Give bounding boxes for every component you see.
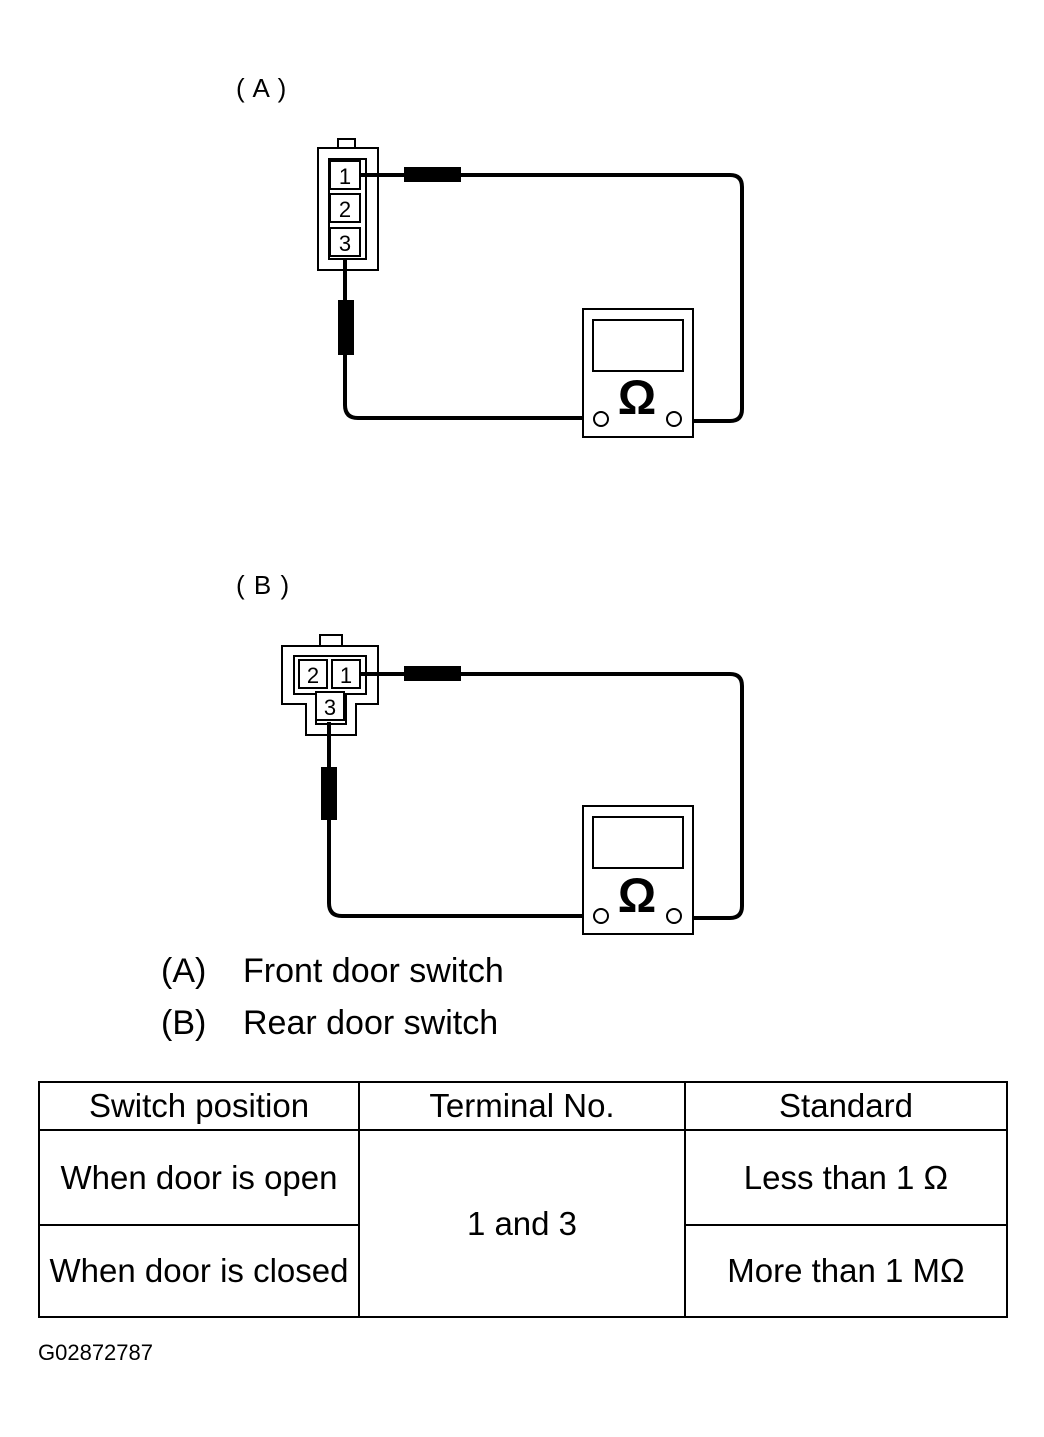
probe-a-1: [404, 167, 461, 182]
terminal-b-3: 3: [324, 695, 336, 720]
ohm-icon: Ω: [618, 372, 656, 425]
table-header-row: Switch position Terminal No. Standard: [38, 1081, 1008, 1131]
cell-position: When door is closed: [38, 1224, 360, 1318]
cell-standard: More than 1 MΩ: [684, 1224, 1008, 1318]
legend-key: (A): [161, 952, 207, 990]
terminal-a-2: 2: [339, 197, 351, 222]
cell-position: When door is open: [38, 1129, 360, 1226]
ohmmeter-b: [582, 805, 694, 935]
table-row: When door is open 1 and 3 Less than 1 Ω: [38, 1129, 1008, 1318]
probe-leads-b: [327, 672, 744, 920]
legend-key: (B): [161, 1004, 207, 1042]
legend-item-a: (A) Front door switch: [161, 952, 761, 992]
terminal-a-3: 3: [339, 231, 351, 256]
cell-standard: Less than 1 Ω: [684, 1129, 1008, 1226]
table-row: When door is closed More than 1 MΩ: [38, 1224, 1008, 1318]
terminal-b-2: 2: [307, 663, 319, 688]
spec-table: Switch position Terminal No. Standard Wh…: [38, 1081, 1008, 1318]
probe-leads-a: [343, 173, 744, 423]
legend-text: Rear door switch: [243, 1004, 499, 1042]
header-standard: Standard: [684, 1081, 1008, 1131]
header-terminal-no: Terminal No.: [358, 1081, 686, 1131]
legend-text: Front door switch: [243, 952, 504, 990]
diagram-a-label: ( A ): [236, 73, 288, 103]
probe-b-1: [404, 666, 461, 681]
terminal-b-1: 1: [340, 663, 352, 688]
diagram-b-label: ( B ): [236, 570, 291, 600]
header-switch-position: Switch position: [38, 1081, 360, 1131]
terminal-a-1: 1: [339, 164, 351, 189]
connector-a: [317, 138, 379, 271]
diagram-a: 1 2 3 Ω: [317, 138, 744, 438]
probe-a-2: [338, 300, 354, 355]
legend-item-b: (B) Rear door switch: [161, 1004, 761, 1044]
ohm-icon: Ω: [618, 870, 656, 923]
ohmmeter-a: [582, 308, 694, 438]
figure-id: G02872787: [38, 1340, 153, 1365]
probe-b-2: [321, 767, 337, 820]
diagram-b: 2 1 3 Ω: [281, 634, 744, 935]
cell-terminal: 1 and 3: [358, 1129, 686, 1318]
connector-b: [281, 634, 379, 736]
